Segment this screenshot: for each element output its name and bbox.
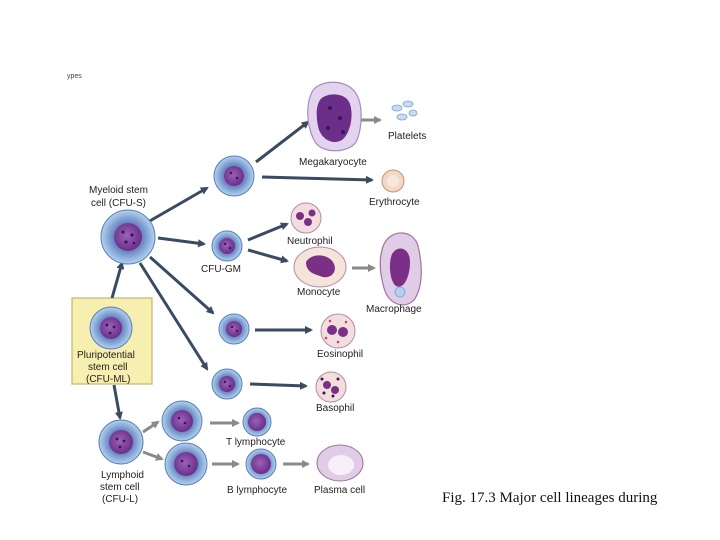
label-pluripotential-2: stem cell: [88, 362, 127, 373]
lymphoid-stem-cell: [98, 419, 144, 465]
arrow-pluri-to-lymphoid: [112, 384, 123, 420]
label-myeloid-stem-1: Myeloid stem: [89, 185, 148, 196]
arrow-cfugm-to-neutrophil: [247, 222, 289, 242]
label-eosinophil: Eosinophil: [317, 349, 363, 360]
label-lymphoid-1: Lymphoid: [101, 470, 144, 481]
b-lymphocyte-cell: [245, 448, 277, 480]
label-myeloid-stem-2: cell (CFU-S): [91, 198, 146, 209]
label-t-lymphocyte: T lymphocyte: [226, 437, 286, 448]
label-b-lymphocyte: B lymphocyte: [227, 485, 287, 496]
label-pluripotential-3: (CFU-ML): [86, 374, 130, 385]
label-monocyte: Monocyte: [297, 287, 341, 298]
eosinophil-progenitor: [218, 313, 250, 345]
label-erythrocyte: Erythrocyte: [369, 197, 420, 208]
arrow-cfugm-to-monocyte: [247, 248, 289, 264]
figure-caption: Fig. 17.3 Major cell lineages during: [442, 490, 658, 506]
label-plasma-cell: Plasma cell: [314, 485, 365, 496]
label-pluripotential-1: Pluripotential: [77, 350, 135, 361]
plasma-cell: [316, 444, 364, 482]
arrow-myeloid-to-cfuba: [138, 262, 209, 371]
arrow-myeloid-to-cfueo: [149, 255, 215, 315]
cfu-e-progenitor: [213, 155, 255, 197]
t-lymphocyte-cell: [242, 407, 272, 437]
label-neutrophil: Neutrophil: [287, 236, 333, 247]
b-lymphocyte-progenitor: [164, 442, 208, 486]
eosinophil-cell: [320, 313, 356, 349]
arrow-pluri-to-myeloid: [110, 261, 125, 299]
arrow-myeloid-to-cfugm: [157, 236, 206, 248]
neutrophil-cell: [290, 202, 322, 234]
pluripotential-stem-cell: [89, 306, 133, 350]
monocyte-cell: [293, 246, 347, 288]
label-basophil: Basophil: [316, 403, 354, 414]
labels: Myeloid stem cell (CFU-S) Megakaryocyte …: [77, 131, 426, 505]
basophil-cell: [315, 371, 347, 403]
label-cfu-gm: CFU-GM: [201, 264, 241, 275]
label-lymphoid-2: stem cell: [100, 482, 139, 493]
erythrocyte-cell: [381, 169, 405, 193]
t-lymphocyte-progenitor: [161, 400, 203, 442]
label-megakaryocyte: Megakaryocyte: [299, 157, 367, 168]
lineage-arrows-light: [142, 116, 382, 468]
label-macrophage: Macrophage: [366, 304, 422, 315]
arrow-cfue-to-erythrocyte: [261, 175, 374, 184]
header-fragment: ypes: [67, 73, 82, 80]
cfu-gm-progenitor: [211, 230, 243, 262]
label-platelets: Platelets: [388, 131, 426, 142]
arrow-lymphoid-to-tprog: [142, 420, 160, 434]
megakaryocyte-cell: [307, 81, 362, 152]
macrophage-cell: [379, 232, 422, 306]
basophil-progenitor: [211, 368, 243, 400]
arrow-lymphoid-to-bprog: [142, 450, 164, 461]
myeloid-stem-cell: [100, 209, 156, 265]
platelets-cells: [391, 100, 418, 121]
label-lymphoid-3: (CFU-L): [102, 494, 138, 505]
lineage-arrows: [110, 120, 374, 420]
arrow-cfue-to-megakaryocyte: [255, 120, 310, 164]
arrow-cfuba-to-basophil: [249, 381, 308, 390]
arrow-myeloid-to-cfue: [147, 186, 209, 224]
